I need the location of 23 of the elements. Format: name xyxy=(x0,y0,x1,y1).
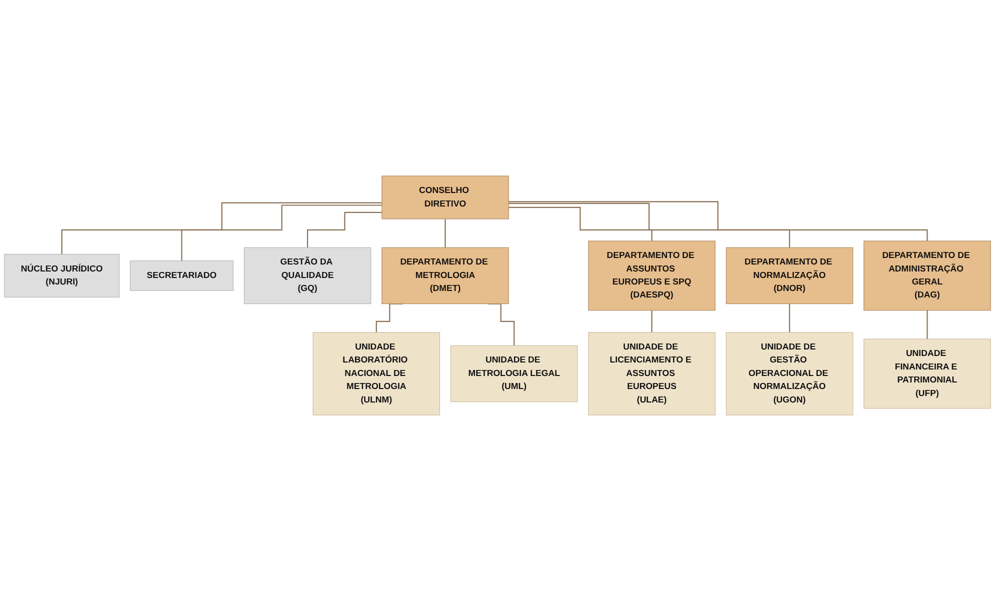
connector xyxy=(926,310,928,340)
node-box: GESTÃO DA QUALIDADE (GQ) xyxy=(244,247,372,304)
connector xyxy=(788,303,790,333)
node-box: UNIDADE FINANCEIRA E PATRIMONIAL (UFP) xyxy=(864,338,991,409)
connector xyxy=(306,212,382,248)
connector xyxy=(508,206,652,242)
node-box: DEPARTAMENTO DE ASSUNTOS EUROPEUS E SPQ (DAESPQ) xyxy=(588,240,716,311)
node-box: NÚCLEO JURÍDICO (NJURI) xyxy=(4,254,120,298)
node-box: UNIDADE LABORATÓRIO NACIONAL DE METROLOGIA (ULNM) xyxy=(312,332,440,416)
node-box: UNIDADE DE GESTÃO OPERACIONAL DE NORMALIZAÇÃO (UGON) xyxy=(726,332,854,416)
node-box: DEPARTAMENTO DE ADMINISTRAÇÃO GERAL (DAG) xyxy=(864,240,991,311)
connector xyxy=(444,218,446,248)
node-box: DEPARTAMENTO DE NORMALIZAÇÃO (DNOR) xyxy=(726,247,854,304)
node-box: SECRETARIADO xyxy=(130,260,234,291)
node-box: UNIDADE DE METROLOGIA LEGAL (UML) xyxy=(450,345,578,402)
connector xyxy=(181,204,382,262)
connector xyxy=(61,202,382,255)
connector xyxy=(508,201,928,242)
node-box: DEPARTAMENTO DE METROLOGIA (DMET) xyxy=(382,247,509,304)
connector xyxy=(651,310,652,333)
connector xyxy=(508,202,790,248)
node-box: UNIDADE DE LICENCIAMENTO E ASSUNTOS EUROPEUS (ULAE) xyxy=(588,332,716,416)
node-box: CONSELHO DIRETIVO xyxy=(382,176,509,220)
